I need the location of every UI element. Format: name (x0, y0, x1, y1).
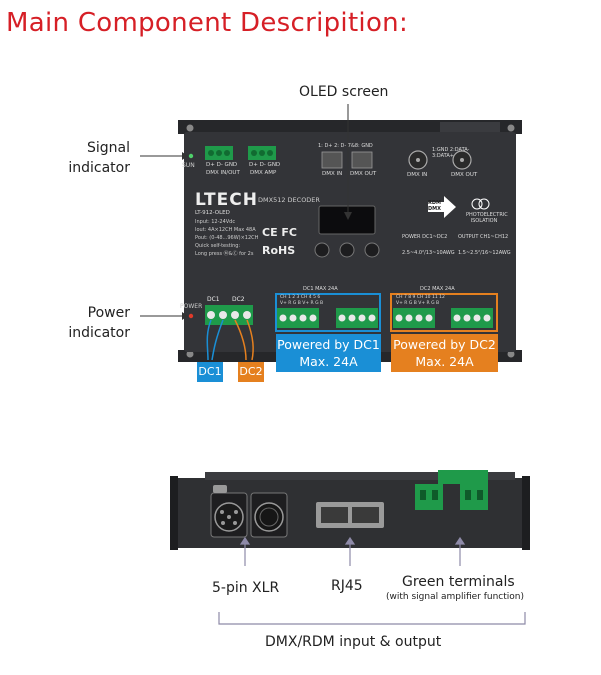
term1-pins: D+ D- GND (206, 162, 238, 168)
callout-line: indicator (68, 160, 130, 176)
dc2-outputs-outline (390, 293, 498, 332)
top-vent (440, 122, 500, 132)
spec-line: Iout: 4A×12CH Max 48A (195, 227, 256, 233)
oled-screen (318, 205, 376, 235)
spec-list: Input: 12-24Vdc Iout: 4A×12CH Max 48A Po… (195, 218, 258, 258)
screw-hole-icon (186, 350, 194, 358)
ch-row-1: CH 1 2 3 CH 4 5 6 (280, 295, 321, 300)
top-device-body (184, 132, 516, 352)
ch-row-4: V+ R G B V+ R G B (396, 301, 440, 306)
down-button-icon (364, 242, 380, 258)
rj45-port-icon (352, 507, 379, 523)
callout-line: indicator (68, 325, 130, 341)
output-terminals-dc2 (393, 308, 493, 328)
xlr-male-icon (254, 502, 284, 532)
power-led-icon (188, 313, 194, 319)
rj45-port-icon (321, 507, 348, 523)
dc2-tag: DC2 (238, 362, 264, 382)
term2-pins: D+ D- GND (249, 162, 281, 168)
brand-logo: LTECH (195, 190, 258, 210)
spec-line: Quick self-testing: (195, 243, 241, 249)
rdm-label: RDM DMX (428, 200, 441, 212)
spec-line: Long press Ⓜ&Ⓒ for 2s (195, 251, 254, 257)
green-terminals-note: (with signal amplifier function) (386, 592, 524, 602)
cert-rohs: RoHS (262, 244, 296, 257)
spec-line: Input: 12-24Vdc (195, 219, 236, 225)
tag-line: Max. 24A (415, 354, 474, 369)
xlr-pins: 1:GND 2:DATA- 3:DATA+ (432, 147, 470, 159)
signal-led-icon (188, 153, 194, 159)
green-terminals-bottom (415, 470, 488, 510)
dc-input-terminal (205, 305, 253, 325)
dc2-panel-label: DC2 (232, 296, 245, 303)
page-title: Main Component Descripition: (6, 8, 409, 38)
tag-line: Powered by DC2 (393, 337, 496, 352)
callout-line: Power (87, 305, 130, 321)
dmx-in-label: DMX IN (322, 171, 343, 177)
up-button-icon (339, 242, 355, 258)
power-wire: 2.5~4.0²/13~10AWG (402, 250, 455, 256)
tag-line: Max. 24A (299, 354, 358, 369)
dc1-panel-label: DC1 (207, 296, 220, 303)
dc1-leader (206, 319, 212, 361)
menu-button-icon (314, 242, 330, 258)
dmx-amp-label: DMX AMP (250, 170, 277, 176)
dmx-bracket (218, 612, 526, 625)
power-spec: POWER DC1~DC2 (402, 234, 448, 240)
dmx-rdm-callout: DMX/RDM input & output (265, 634, 442, 650)
dmx-in2-label: DMX IN (407, 172, 428, 178)
cert-ce-fc: CE FC (262, 226, 298, 239)
rj45-port-icon (321, 151, 343, 169)
model-code: LT-912-OLED (195, 210, 230, 216)
power-led-label: POWER (180, 303, 203, 310)
rj45-callout: RJ45 (331, 578, 363, 594)
powered-dc2-tag: Powered by DC2 Max. 24A (391, 334, 498, 372)
output-wire: 1.5~2.5²/16~12AWG (458, 250, 511, 256)
screw-hole-icon (507, 124, 515, 132)
xlr-callout: 5-pin XLR (212, 580, 280, 596)
rj45-port-icon (351, 151, 373, 169)
tag-line: Powered by DC1 (277, 337, 380, 352)
dmx-out-label: DMX OUT (350, 171, 377, 177)
callout-line: Signal (86, 140, 130, 156)
power-indicator-callout: Power indicator (60, 303, 130, 343)
output-terminals-dc1 (277, 308, 378, 328)
rj-pins: 1: D+ 2: D- 7&8: GND (318, 143, 373, 149)
dc1-max-label: DC1 MAX 24A (303, 286, 338, 292)
rdm-arrow-icon (428, 196, 456, 218)
ch-row-3: CH 7 8 9 CH 10 11 12 (396, 295, 445, 300)
dc1-tag: DC1 (197, 362, 223, 382)
signal-indicator-callout: Signal indicator (60, 138, 130, 178)
sun-label: SUN (182, 162, 195, 169)
dc2-leader (234, 319, 247, 361)
dc2-max-label: DC2 MAX 24A (420, 286, 455, 292)
powered-dc1-tag: Powered by DC1 Max. 24A (276, 334, 381, 372)
dmx-out2-label: DMX OUT (451, 172, 478, 178)
photo-isolation-icon (471, 198, 483, 210)
photo-label: PHOTOELECTRIC ISOLATION (466, 212, 508, 224)
spec-line: Pout: (0-48...96W)×12CH (195, 235, 259, 241)
model-name: DMX512 DECODER (258, 196, 320, 204)
dc1-outputs-outline (275, 293, 381, 332)
screw-hole-icon (507, 350, 515, 358)
ch-row-2: V+ R G B V+ R G B (280, 301, 324, 306)
dmx-inout-label: DMX IN/OUT (206, 170, 240, 176)
oled-callout: OLED screen (299, 84, 389, 100)
output-spec: OUTPUT CH1~CH12 (458, 234, 509, 240)
green-terminals-callout: Green terminals (402, 574, 515, 590)
screw-hole-icon (186, 124, 194, 132)
